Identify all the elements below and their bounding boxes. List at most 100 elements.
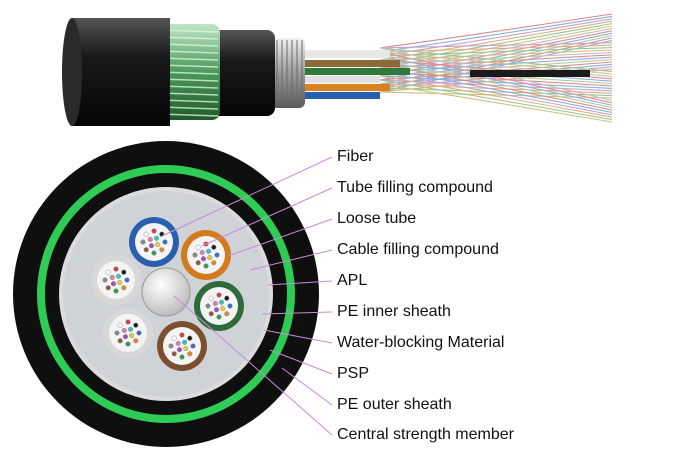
leader-line: [161, 156, 333, 237]
label-apl: APL: [337, 272, 368, 289]
leader-line: [263, 329, 333, 344]
optical-fiber: [183, 346, 189, 352]
optical-fiber: [154, 235, 160, 241]
fiber-strand: [379, 42, 613, 49]
optical-fiber: [125, 319, 131, 325]
loose-tube-orange: [181, 230, 231, 280]
optical-fiber: [113, 288, 119, 294]
optical-fiber: [116, 273, 122, 279]
leader-line: [261, 311, 333, 315]
loose-tube-white-lower: [103, 308, 153, 358]
optical-fiber: [143, 247, 149, 253]
optical-fiber: [117, 322, 123, 328]
optical-fiber: [155, 242, 161, 248]
optical-fiber: [195, 244, 201, 250]
optical-fiber: [203, 263, 209, 269]
fiber-strand: [379, 47, 613, 73]
optical-fiber: [151, 250, 157, 256]
optical-fiber: [219, 299, 225, 305]
fiber-strand: [379, 91, 613, 99]
optical-fiber: [147, 236, 153, 242]
optical-fiber: [207, 255, 213, 261]
optical-fiber: [114, 330, 120, 336]
optical-fiber: [227, 303, 233, 309]
label-fiber: Fiber: [337, 148, 374, 165]
label-tube-filling-compound: Tube filling compound: [337, 179, 493, 196]
label-water-blocking-material: Water-blocking Material: [337, 334, 505, 351]
side-tube-brown: [280, 60, 400, 67]
cable-cross-section: [13, 141, 319, 447]
side-tube-white: [280, 50, 390, 58]
side-tube-orange: [280, 84, 390, 91]
fiber-strand: [379, 13, 613, 49]
optical-fiber: [122, 334, 128, 340]
optical-fiber: [162, 239, 168, 245]
optical-fiber: [113, 266, 119, 272]
optical-fiber: [179, 354, 185, 360]
optical-fiber: [179, 332, 185, 338]
central-strength-member: [141, 267, 191, 317]
side-outer-sheath: [65, 18, 170, 126]
optical-fiber: [159, 247, 165, 253]
optical-fiber: [105, 269, 111, 275]
optical-fiber: [187, 335, 193, 341]
optical-fiber: [129, 333, 135, 339]
optical-fiber: [105, 285, 111, 291]
fiber-strand: [379, 51, 613, 104]
fiber-strand: [379, 83, 613, 123]
optical-fiber: [121, 327, 127, 333]
fiber-strand: [379, 71, 613, 116]
optical-fiber: [124, 277, 130, 283]
optical-fiber: [208, 295, 214, 301]
optical-fiber: [121, 269, 127, 275]
optical-fiber: [133, 322, 139, 328]
optical-fiber: [171, 335, 177, 341]
label-cable-filling-compound: Cable filling compound: [337, 241, 499, 258]
optical-fiber: [212, 300, 218, 306]
optical-fiber: [176, 347, 182, 353]
optical-fiber: [175, 340, 181, 346]
optical-fiber: [148, 243, 154, 249]
loose-tube-green: [194, 281, 244, 331]
loose-tube-white-upper: [91, 255, 141, 305]
optical-fiber: [220, 306, 226, 312]
leader-line: [227, 218, 333, 257]
side-central-member: [470, 70, 590, 77]
label-psp: PSP: [337, 365, 370, 382]
optical-fiber: [213, 307, 219, 313]
loose-tube-brown: [157, 321, 207, 371]
optical-fiber: [224, 295, 230, 301]
optical-fiber: [121, 285, 127, 291]
loose-tube-blue: [129, 217, 179, 267]
optical-fiber: [195, 260, 201, 266]
optical-fiber: [117, 280, 123, 286]
optical-fiber: [140, 239, 146, 245]
optical-fiber: [211, 260, 217, 266]
side-tube-grey: [280, 76, 380, 83]
leader-line: [267, 280, 333, 286]
optical-fiber: [125, 341, 131, 347]
optical-fiber: [109, 274, 115, 280]
leader-lines: [161, 156, 333, 436]
leader-line: [201, 187, 333, 247]
optical-fiber: [205, 303, 211, 309]
leader-line: [249, 249, 333, 271]
optical-fiber: [192, 252, 198, 258]
optical-fiber: [171, 351, 177, 357]
label-central-strength-member: Central strength member: [337, 426, 514, 443]
optical-fiber: [199, 249, 205, 255]
optical-fiber: [187, 351, 193, 357]
fiber-strand: [379, 75, 613, 118]
fiber-strand: [379, 55, 613, 106]
fiber-strand: [379, 79, 613, 121]
side-outer-end: [62, 18, 82, 126]
label-loose-tube: Loose tube: [337, 210, 417, 227]
optical-fiber: [168, 343, 174, 349]
leader-line: [269, 349, 333, 375]
side-psp: [158, 24, 220, 120]
cable-side-view: [62, 13, 613, 126]
optical-fiber: [190, 343, 196, 349]
loose-tubes: [91, 217, 244, 371]
